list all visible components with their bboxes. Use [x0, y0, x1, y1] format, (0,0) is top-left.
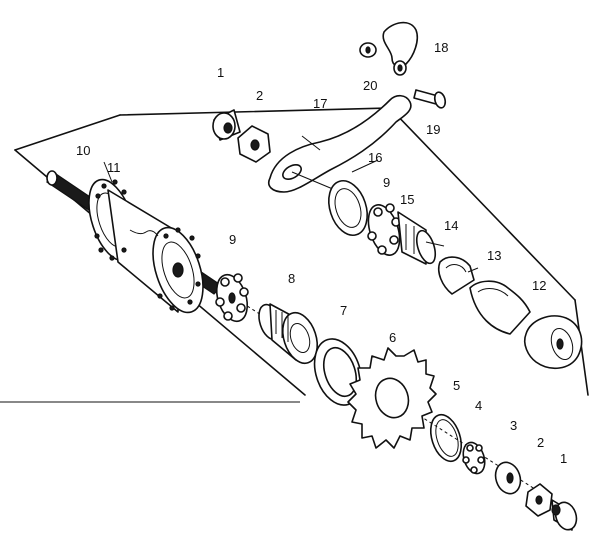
part-4-bearing [462, 441, 486, 475]
part-3-cone [494, 461, 522, 495]
callout-4: 4 [475, 398, 482, 413]
callout-1-upper: 1 [217, 65, 224, 80]
part-5-snap-ring [429, 413, 463, 463]
callout-2-upper: 2 [256, 88, 263, 103]
part-2-washer-upper [237, 125, 271, 163]
part-15-bearing-upper [367, 203, 401, 256]
part-1-nut-upper [212, 109, 241, 141]
part-8-driver [258, 303, 319, 365]
callout-17: 17 [313, 96, 327, 111]
callout-2-lower: 2 [537, 435, 544, 450]
callout-19: 19 [426, 122, 440, 137]
part-9-bearing-lower [215, 273, 249, 323]
part-14-brake-cone [397, 211, 437, 265]
part-7-ring [313, 338, 363, 406]
callout-5: 5 [453, 378, 460, 393]
part-1-nut-lower [551, 499, 578, 531]
callout-7: 7 [340, 303, 347, 318]
callout-20: 20 [363, 78, 377, 93]
callout-15: 15 [400, 192, 414, 207]
part-2-washer-lower [525, 483, 553, 517]
callout-9-upper: 9 [383, 175, 390, 190]
callout-6: 6 [389, 330, 396, 345]
part-12-brake-housing [469, 280, 583, 369]
part-6-sprocket [347, 347, 437, 449]
part-10-axle-end [46, 170, 58, 186]
part-11-hub-shell [88, 178, 204, 314]
part-19-bolt [413, 89, 447, 109]
part-17-brake-arm [268, 94, 412, 193]
part-18-clip [359, 21, 419, 76]
callout-8: 8 [288, 271, 295, 286]
callout-1-lower: 1 [560, 451, 567, 466]
part-13-brake-shoe [437, 256, 475, 295]
leader-lines [103, 135, 479, 273]
callout-9-lower: 9 [229, 232, 236, 247]
callout-11: 11 [107, 160, 121, 175]
part-9-race-upper [328, 179, 368, 237]
callout-18: 18 [434, 40, 448, 55]
callout-12: 12 [532, 278, 546, 293]
callout-13: 13 [487, 248, 501, 263]
callout-3: 3 [510, 418, 517, 433]
callout-16: 16 [368, 150, 382, 165]
callout-10: 10 [76, 143, 90, 158]
callout-labels: 1 2 17 18 20 19 16 10 11 9 15 14 13 12 9… [76, 40, 567, 466]
callout-14: 14 [444, 218, 458, 233]
